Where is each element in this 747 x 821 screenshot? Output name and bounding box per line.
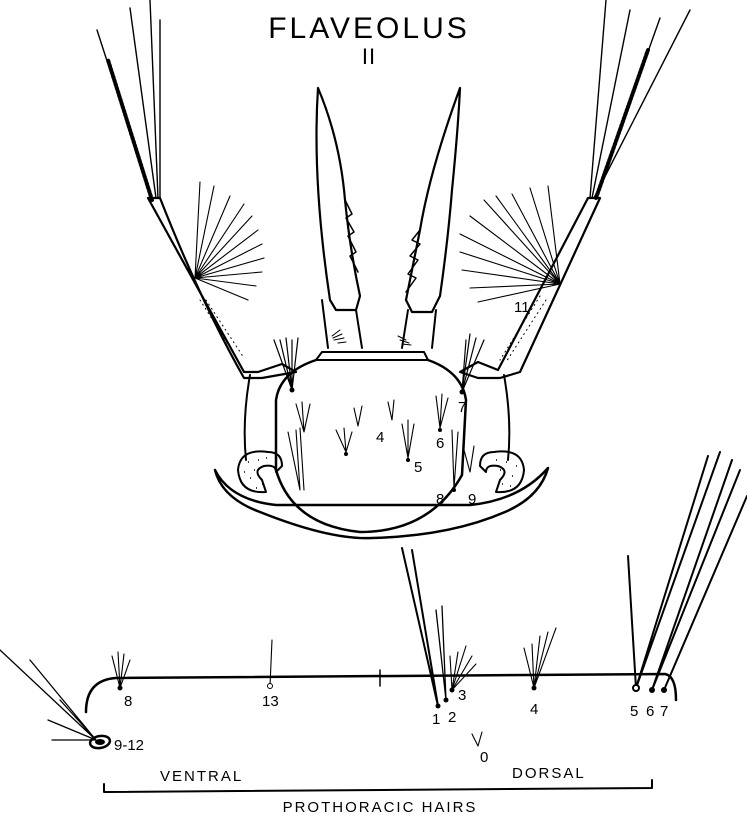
hair-label-7: 7	[660, 703, 668, 720]
head-label-11: 11	[514, 299, 530, 316]
head-hairs	[274, 334, 484, 492]
head-label-7: 7	[458, 399, 466, 416]
figure-subtitle: II	[362, 44, 376, 69]
hair-label-4: 4	[530, 701, 538, 718]
hair-label-2: 2	[448, 709, 456, 726]
right-antenna-tuft	[460, 186, 560, 302]
head-label-5: 5	[414, 459, 422, 476]
head-label-4: 4	[376, 429, 384, 446]
hair-label-13: 13	[262, 693, 279, 710]
hair-label-1: 1	[432, 711, 440, 728]
left-mouth-blade	[317, 88, 363, 348]
right-antenna	[460, 0, 690, 378]
hair-label-0: 0	[480, 749, 488, 766]
right-mouth-blade	[398, 88, 460, 348]
head-label-8: 8	[436, 491, 444, 508]
dorsal-label: DORSAL	[512, 765, 586, 782]
left-antenna	[97, 0, 296, 378]
hair-label-3: 3	[458, 687, 466, 704]
head-label-9: 9	[468, 491, 476, 508]
footer-label: PROTHORACIC HAIRS	[283, 799, 478, 816]
head-label-6: 6	[436, 435, 444, 452]
ventral-label: VENTRAL	[160, 768, 243, 785]
hair-label-8: 8	[124, 693, 132, 710]
right-eye	[480, 451, 524, 492]
left-antenna-tuft	[195, 182, 264, 300]
figure-title: FLAVEOLUS	[268, 12, 470, 45]
hair-label-6: 6	[646, 703, 654, 720]
hair-label-5: 5	[630, 703, 638, 720]
hair-label-9-12: 9-12	[114, 737, 144, 754]
